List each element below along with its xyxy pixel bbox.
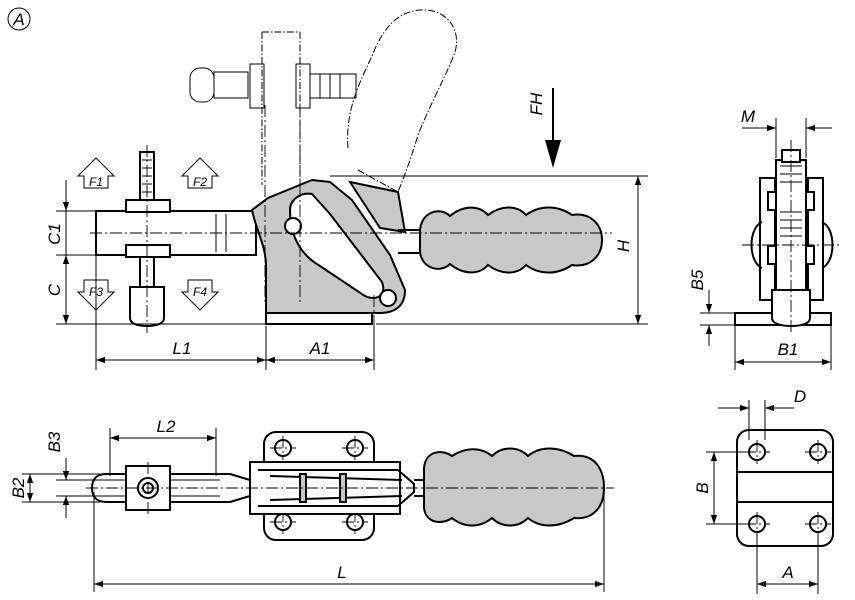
- label-b5: B5: [688, 269, 707, 290]
- force-arrow-fh: FH: [527, 88, 561, 168]
- label-a: A: [781, 563, 793, 582]
- open-position-phantom: [189, 9, 457, 193]
- dimension-b: B: [693, 451, 748, 525]
- end-view: M B5 B1: [688, 107, 840, 370]
- label-h: H: [614, 239, 633, 252]
- label-c: C: [45, 283, 64, 296]
- handle-grip: [419, 206, 604, 274]
- label-a1: A1: [309, 339, 331, 358]
- force-arrow-f4: F4: [180, 279, 220, 311]
- top-handle-grip: [423, 447, 606, 527]
- label-b3: B3: [45, 431, 64, 452]
- dimension-c1-c: C1 C: [45, 180, 266, 325]
- top-bolt-holes: [270, 436, 368, 534]
- label-fh: FH: [527, 92, 546, 115]
- dimension-h: H: [330, 175, 648, 325]
- dimension-l2: L2: [109, 417, 217, 476]
- label-d: D: [794, 387, 806, 406]
- dimension-l: L: [93, 492, 605, 592]
- dimension-m: M: [741, 107, 832, 158]
- dimension-b2: B2: [9, 473, 100, 503]
- dimension-d: D: [718, 387, 806, 440]
- label-f2: F2: [193, 175, 207, 189]
- label-b: B: [693, 482, 712, 493]
- top-view: L2 B3 B2 L: [9, 417, 614, 592]
- label-f1: F1: [89, 175, 103, 189]
- view-marker: A: [7, 7, 31, 31]
- dimension-b1: B1: [734, 326, 832, 370]
- label-m: M: [741, 107, 756, 126]
- label-b2: B2: [9, 477, 28, 498]
- view-marker-label: A: [12, 10, 24, 29]
- label-l: L: [337, 563, 346, 582]
- base-plate-detail: D B A: [693, 387, 834, 594]
- dimension-b5: B5: [688, 269, 735, 346]
- dimension-b3: B3: [45, 431, 108, 518]
- label-c1: C1: [45, 223, 64, 245]
- force-arrow-f1: F1: [76, 157, 116, 189]
- side-view: F1 F2 F3 F4 FH H: [45, 9, 648, 370]
- label-l1: L1: [173, 339, 192, 358]
- label-l2: L2: [157, 417, 176, 436]
- dimension-l1-a1: L1 A1: [95, 256, 375, 370]
- dimension-a: A: [756, 534, 819, 594]
- force-arrow-f2: F2: [180, 157, 220, 189]
- label-f4: F4: [193, 285, 207, 299]
- label-b1: B1: [778, 340, 799, 359]
- view-marker-circle: [7, 7, 31, 31]
